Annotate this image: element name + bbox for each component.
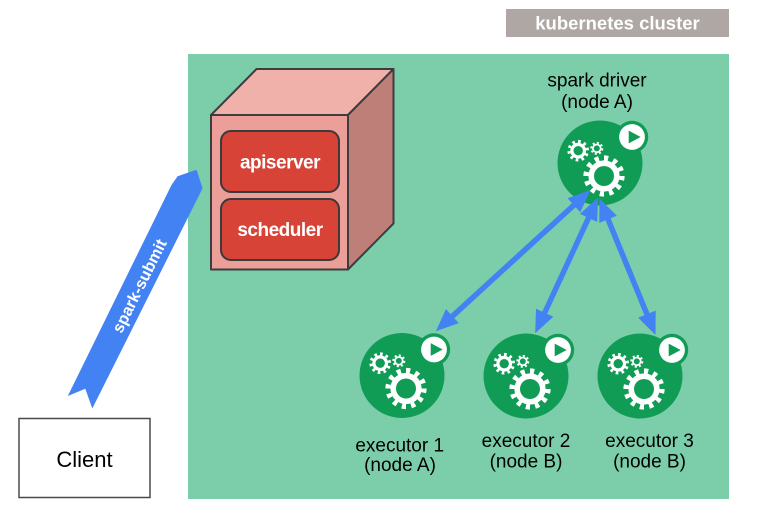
svg-text:spark driver: spark driver	[547, 71, 647, 92]
svg-text:apiserver: apiserver	[240, 153, 321, 174]
svg-text:executor 3: executor 3	[605, 431, 694, 452]
svg-text:(node B): (node B)	[490, 452, 563, 473]
svg-text:(node A): (node A)	[364, 455, 436, 476]
svg-text:executor 2: executor 2	[482, 431, 571, 452]
svg-text:Client: Client	[56, 447, 112, 472]
svg-text:(node A): (node A)	[561, 92, 633, 113]
svg-text:(node B): (node B)	[613, 452, 686, 473]
svg-text:kubernetes cluster: kubernetes cluster	[535, 13, 700, 34]
svg-text:executor 1: executor 1	[355, 436, 444, 457]
svg-text:scheduler: scheduler	[237, 220, 323, 241]
